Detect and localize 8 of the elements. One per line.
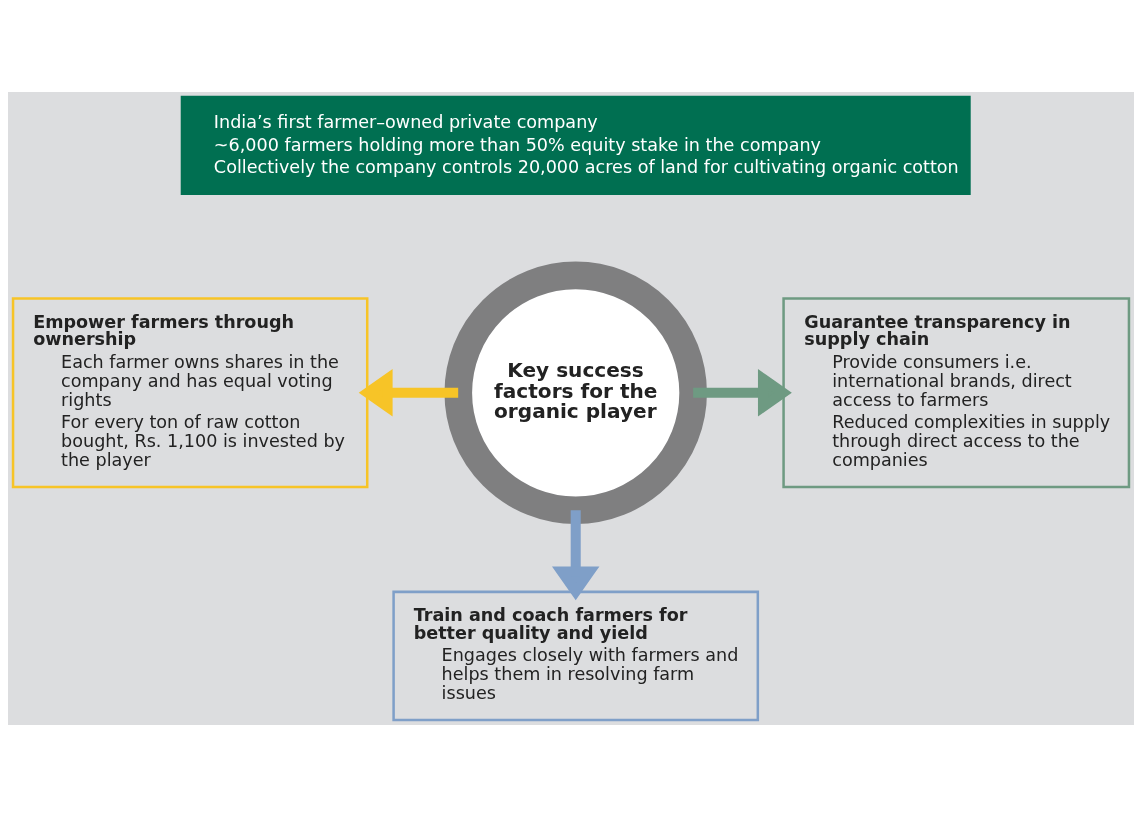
node-box: Empower farmers through ownership Each farmer owns shares in the company and has equal voting rights For every ton of raw cotton bought, Rs. 1,100 is invested by the player — [11, 296, 369, 488]
arrow — [358, 368, 459, 417]
node-box: India’s first farmer–owned private company ~6,000 farmers holding more than 50% equity stake in the company Collectively the company controls 20,000 acres of land for cultivating organic cotton — [180, 95, 971, 195]
arrow — [552, 509, 600, 600]
node-box: Guarantee transparency in supply chain Provide consumers i.e. international brands, direct access to farmers Reduced complexities in supply through direct access to the companies — [782, 296, 1131, 488]
arrow — [693, 368, 792, 417]
node-box: Train and coach farmers for better quality and yield Engages closely with farmers and helps them in resolving farm issues — [392, 590, 760, 721]
node-circle: Key success factors for the organic player — [444, 261, 707, 524]
